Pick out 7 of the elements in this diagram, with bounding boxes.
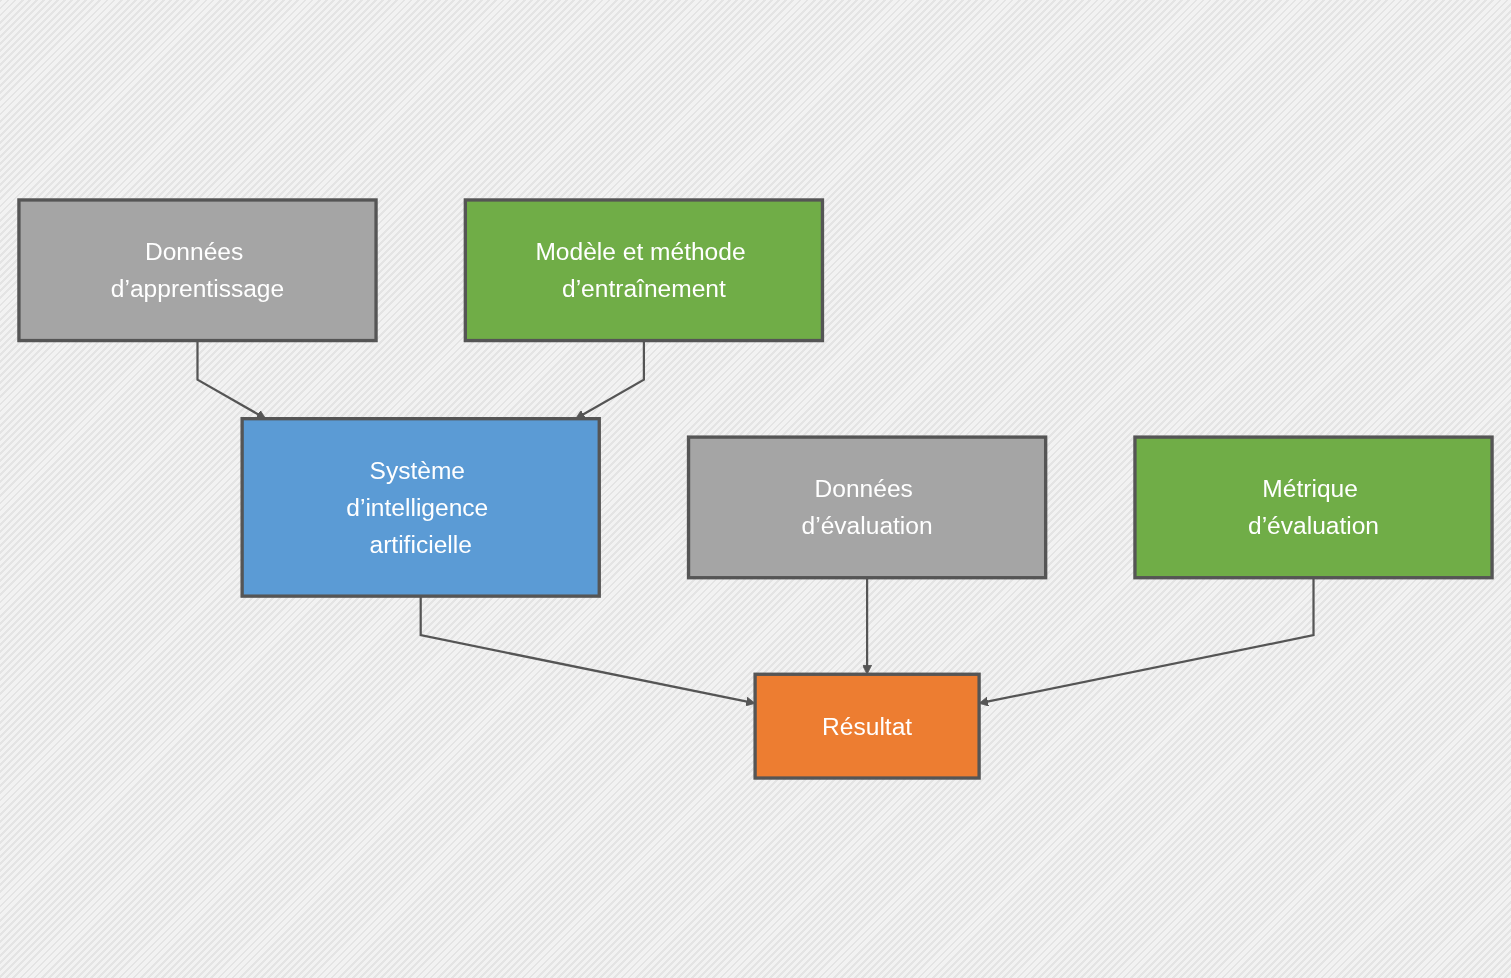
process-box: Données d’évaluation — [686, 435, 1048, 580]
process-box: Modèle et méthode d’entraînement — [463, 198, 825, 343]
process-box: Résultat — [753, 672, 981, 780]
arrow — [862, 577, 872, 675]
process-box: Métrique d’évaluation — [1133, 435, 1494, 580]
process-box: Données d’apprentissage — [17, 198, 378, 343]
process-box: Système d’intelligence artificielle — [240, 417, 601, 598]
